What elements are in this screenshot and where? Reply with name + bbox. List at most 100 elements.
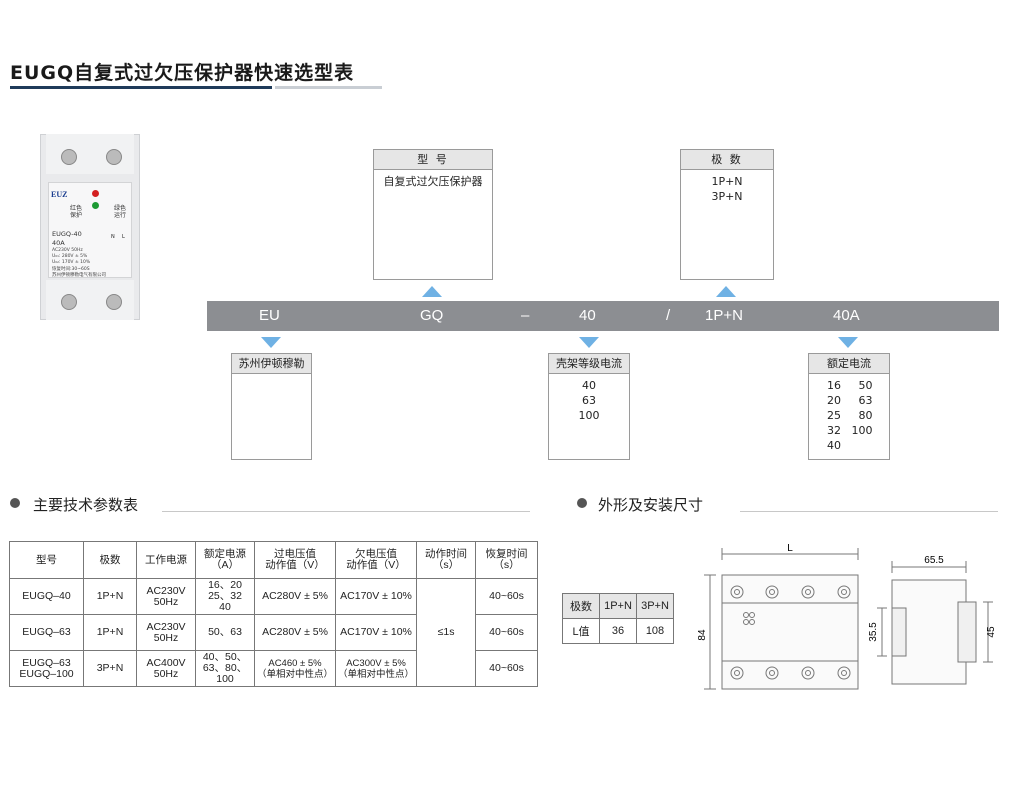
spec-table: 型号 极数 工作电源 额定电源 （A） 过电压值 动作值（V） 欠电压值 动作值… bbox=[9, 541, 539, 687]
frame-box: 壳架等级电流 40 63 100 bbox=[548, 353, 630, 460]
dim-35-5: 35.5 bbox=[868, 622, 879, 642]
cell-model: EUGQ–63 EUGQ–100 bbox=[9, 650, 84, 687]
cell: 108 bbox=[636, 618, 674, 644]
model-box: 型 号 自复式过欠压保护器 bbox=[373, 149, 493, 280]
poles-box-body: 1P+N 3P+N bbox=[711, 175, 743, 203]
code-gq: GQ bbox=[420, 307, 444, 324]
front-view-drawing: L 84 bbox=[697, 543, 859, 690]
maker-box-header: 苏州伊顿穆勒 bbox=[232, 354, 311, 374]
cell-recovery: 40~60s bbox=[475, 614, 539, 651]
red-label: 红色 保护 bbox=[70, 205, 83, 219]
cell-rated: 50、63 bbox=[195, 614, 255, 651]
table-header-row: 极数 1P+N 3P+N bbox=[562, 593, 674, 619]
cell: L值 bbox=[562, 618, 600, 644]
cell-supply: AC230V 50Hz bbox=[136, 578, 196, 615]
current-label: 40A bbox=[52, 239, 65, 247]
table-row: EUGQ–63 1P+N AC230V 50Hz 50、63 AC280V ± … bbox=[9, 614, 539, 651]
dims-section-title: 外形及安装尺寸 bbox=[598, 496, 704, 514]
cell-action-time: ≤1s bbox=[416, 578, 477, 687]
code-poles: 1P+N bbox=[705, 307, 743, 324]
code-slash: / bbox=[666, 307, 671, 324]
arrow-down-icon bbox=[579, 337, 599, 348]
code-dash: – bbox=[521, 307, 530, 324]
model-box-body: 自复式过欠压保护器 bbox=[383, 175, 483, 188]
col-header: 型号 bbox=[9, 541, 84, 579]
side-view-drawing: 65.5 35.5 45 bbox=[868, 555, 997, 685]
maker-box: 苏州伊顿穆勒 bbox=[231, 353, 312, 460]
table-row: EUGQ–63 EUGQ–100 3P+N AC400V 50Hz 40、50、… bbox=[9, 650, 539, 687]
cell-model: EUGQ–40 bbox=[9, 578, 84, 615]
model-label: EUGQ-40 bbox=[52, 230, 82, 238]
table-row: L值 36 108 bbox=[562, 618, 674, 644]
spec-line: AC230V 50Hz bbox=[52, 248, 83, 253]
product-image: EUZ 红色 保护 绿色 运行 EUGQ-40 40A AC230V 50Hz … bbox=[40, 134, 140, 320]
brand-logo: EUZ bbox=[51, 190, 68, 199]
poles-box: 极 数 1P+N 3P+N bbox=[680, 149, 774, 280]
title-underline bbox=[10, 86, 272, 89]
code-bar: EU GQ – 40 / 1P+N 40A bbox=[207, 301, 999, 331]
col-header: 极数 bbox=[83, 541, 137, 579]
red-indicator-icon bbox=[92, 190, 99, 197]
cell-recovery: 40~60s bbox=[475, 578, 539, 615]
col-header: 过电压值 动作值（V） bbox=[253, 541, 337, 579]
table-row: EUGQ–40 1P+N AC230V 50Hz 16、20 25、32 40 … bbox=[9, 578, 539, 687]
cell-under: AC300V ± 5% （单相对中性点） bbox=[335, 650, 418, 687]
code-eu: EU bbox=[259, 307, 280, 324]
cell-under: AC170V ± 10% bbox=[335, 614, 418, 651]
params-section-title: 主要技术参数表 bbox=[33, 496, 139, 514]
col-header: 极数 bbox=[562, 593, 600, 619]
col-header: 欠电压值 动作值（V） bbox=[335, 541, 418, 579]
arrow-down-icon bbox=[838, 337, 858, 348]
dim-84: 84 bbox=[697, 629, 708, 641]
cell-poles: 1P+N bbox=[83, 614, 137, 651]
dim-65-5: 65.5 bbox=[924, 555, 944, 566]
frame-box-body: 40 63 100 bbox=[578, 379, 600, 422]
cell-poles: 3P+N bbox=[83, 650, 137, 687]
cell-under: AC170V ± 10% bbox=[335, 578, 418, 615]
screw-icon bbox=[61, 149, 77, 165]
code-40: 40 bbox=[579, 307, 596, 324]
cell-poles: 1P+N bbox=[83, 578, 137, 615]
rated-box-header: 额定电流 bbox=[809, 354, 889, 374]
cell-model: EUGQ–63 bbox=[9, 614, 84, 651]
dim-45: 45 bbox=[986, 626, 997, 638]
cell-over: AC460 ± 5% （单相对中性点） bbox=[253, 650, 337, 687]
section-divider bbox=[162, 511, 530, 512]
cell-over: AC280V ± 5% bbox=[253, 614, 337, 651]
side-N: N bbox=[111, 234, 115, 240]
page-title: EUGQ自复式过欠压保护器快速选型表 bbox=[10, 62, 355, 84]
rated-box-body: 16 50 20 63 25 80 32 100 40 bbox=[827, 379, 873, 452]
maker-box-body bbox=[232, 374, 311, 382]
maker-line: 苏州伊顿穆勒电气有限公司 bbox=[52, 273, 106, 278]
arrow-down-icon bbox=[261, 337, 281, 348]
bullet-icon bbox=[577, 498, 587, 508]
col-header: 动作时间 （s） bbox=[416, 541, 477, 579]
poles-box-header: 极 数 bbox=[681, 150, 773, 170]
l-value-table: 极数 1P+N 3P+N L值 36 108 bbox=[562, 593, 674, 644]
cell-rated: 40、50、 63、80、 100 bbox=[195, 650, 255, 687]
cell-supply: AC400V 50Hz bbox=[136, 650, 196, 687]
frame-box-header: 壳架等级电流 bbox=[549, 354, 629, 374]
col-header: 恢复时间 （s） bbox=[475, 541, 539, 579]
col-header: 3P+N bbox=[636, 593, 674, 619]
title-underline-light bbox=[275, 86, 382, 89]
green-label: 绿色 运行 bbox=[114, 205, 127, 219]
table-header-row: 型号 极数 工作电源 额定电源 （A） 过电压值 动作值（V） 欠电压值 动作值… bbox=[9, 541, 539, 579]
spec-line: U₀₂: 170V ± 10% bbox=[52, 260, 91, 265]
col-header: 1P+N bbox=[599, 593, 637, 619]
screw-icon bbox=[61, 294, 77, 310]
model-box-header: 型 号 bbox=[374, 150, 492, 170]
green-indicator-icon bbox=[92, 202, 99, 209]
bullet-icon bbox=[10, 498, 20, 508]
cell: 36 bbox=[599, 618, 637, 644]
screw-icon bbox=[106, 294, 122, 310]
col-header: 额定电源 （A） bbox=[195, 541, 255, 579]
screw-icon bbox=[106, 149, 122, 165]
code-rated: 40A bbox=[833, 307, 860, 324]
spec-line: U₀₁: 280V ± 5% bbox=[52, 254, 88, 259]
rated-box: 额定电流 16 50 20 63 25 80 32 100 40 bbox=[808, 353, 890, 460]
side-L: L bbox=[122, 234, 125, 240]
dim-L: L bbox=[787, 543, 793, 554]
arrow-up-icon bbox=[422, 286, 442, 297]
cell-recovery: 40~60s bbox=[475, 650, 539, 687]
